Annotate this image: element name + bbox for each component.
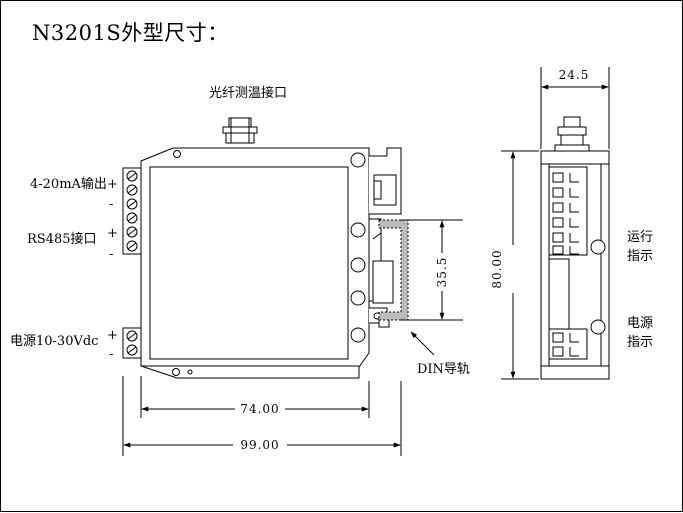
rs485-plus-sign: + xyxy=(107,226,118,241)
power-plus-sign: + xyxy=(107,328,118,343)
rs485-label: RS485接口 xyxy=(27,231,97,247)
dim-din-height: 35.5 xyxy=(435,257,449,288)
power-indicator-label-1: 电源 xyxy=(627,316,653,331)
din-rail-label: DIN导轨 xyxy=(417,362,470,377)
rs485-minus-sign: - xyxy=(109,247,113,262)
dim-height: 80.00 xyxy=(490,249,504,288)
dim-depth: 24.5 xyxy=(559,68,590,82)
run-indicator-led xyxy=(590,239,606,255)
terminal-block-signal xyxy=(122,167,142,255)
front-terminals-signal xyxy=(552,172,579,255)
fiber-port-label: 光纤测温接口 xyxy=(209,85,287,101)
output-minus-sign: - xyxy=(109,197,113,212)
run-indicator-label-1: 运行 xyxy=(627,230,653,245)
front-view-dimensions xyxy=(501,67,610,380)
output-4-20ma-label: 4-20mA输出 xyxy=(30,176,107,192)
run-indicator-label-2: 指示 xyxy=(627,249,653,264)
terminal-block-power xyxy=(122,327,142,359)
power-indicator-led xyxy=(590,319,606,335)
din-rail xyxy=(378,219,409,321)
power-minus-sign: - xyxy=(109,347,113,362)
front-terminals-power xyxy=(552,332,579,357)
power-indicator-label-2: 指示 xyxy=(627,335,653,350)
output-plus-sign: + xyxy=(107,177,118,192)
front-panel xyxy=(149,166,349,360)
front-fiber-connector xyxy=(554,116,590,152)
dim-width-body: 74.00 xyxy=(240,402,279,416)
front-view xyxy=(540,116,610,380)
fiber-connector xyxy=(222,117,258,144)
power-label: 电源10-30Vdc xyxy=(10,334,98,349)
page-title: N3201S外型尺寸： xyxy=(32,21,229,45)
side-view xyxy=(122,117,402,379)
side-view-dimensions xyxy=(122,219,463,456)
dim-width-total: 99.00 xyxy=(240,438,279,452)
